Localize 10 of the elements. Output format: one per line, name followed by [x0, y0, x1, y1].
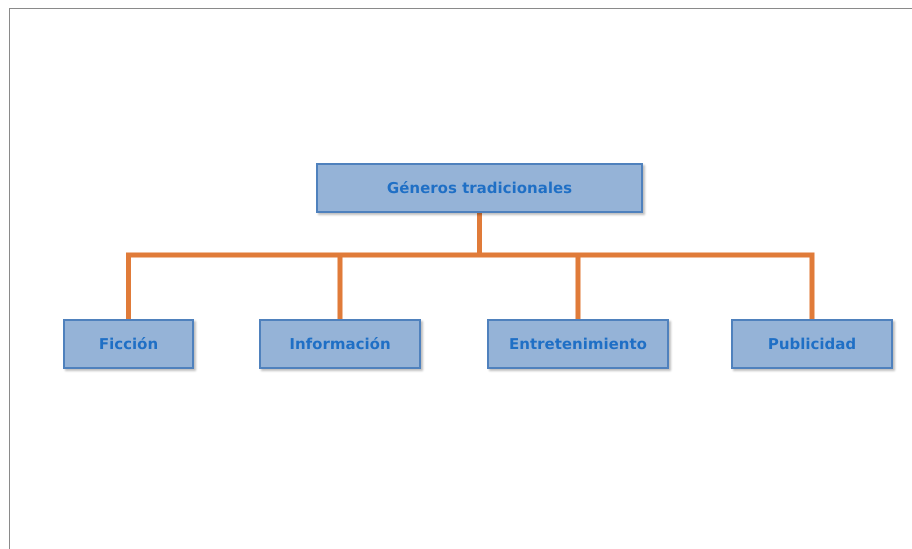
- category-box: [63, 319, 194, 369]
- box-label: Entretenimiento: [509, 335, 647, 353]
- category-box: [259, 319, 421, 369]
- box-label: Publicidad: [768, 335, 856, 353]
- box-label: Ficción: [98, 335, 158, 353]
- box-label: Géneros tradicionales: [386, 179, 572, 197]
- box-label: Información: [289, 335, 391, 353]
- category-box: [487, 319, 669, 369]
- category-box: [316, 163, 643, 213]
- category-box: [731, 319, 893, 369]
